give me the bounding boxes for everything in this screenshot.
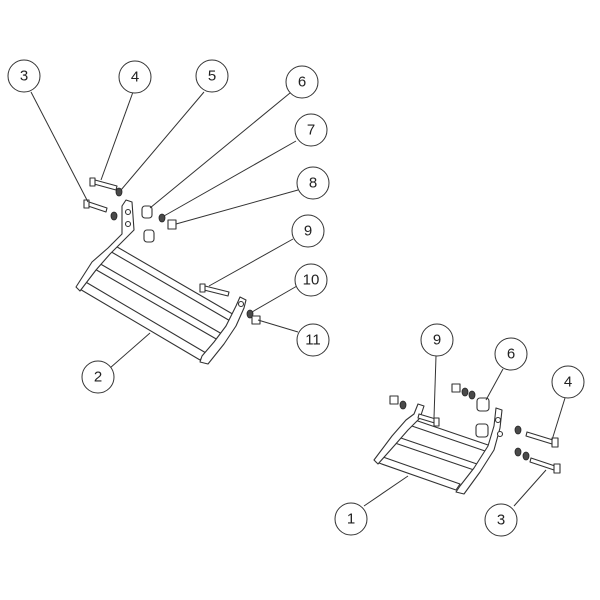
svg-text:4: 4 [131,69,139,86]
callout-b-1: 1 [334,502,368,536]
bolt-3-b [529,457,561,474]
callout-a-5: 5 [195,59,229,93]
callout-a-11: 11 [296,323,330,357]
bushing-6-a1 [141,205,153,219]
svg-text:7: 7 [307,122,315,139]
callout-a-2: 2 [81,360,115,394]
pin-9-a [199,283,230,297]
callout-a-6: 6 [285,65,319,99]
callout-a-7: 7 [294,113,328,147]
assembly-b: 9 6 4 1 3 [334,323,585,537]
svg-text:11: 11 [305,332,321,349]
step-frame-a [75,199,247,365]
svg-text:2: 2 [94,369,102,386]
washer-b-left [399,400,407,410]
assembly-a: 3 4 5 6 7 8 9 10 [7,59,330,394]
callout-b-3: 3 [484,503,518,537]
nut-8-a [167,219,177,230]
washer-5-a [115,187,123,197]
svg-text:9: 9 [433,332,441,349]
washer-b3 [514,425,522,435]
svg-text:4: 4 [564,374,572,391]
svg-text:3: 3 [497,512,505,529]
bushing-6-b1 [476,397,490,412]
bolt-4-b [525,431,559,448]
svg-text:9: 9 [304,223,312,240]
callout-b-4: 4 [551,365,585,399]
nut-b-upper [451,383,461,393]
callout-b-6: 6 [494,337,528,371]
svg-text:8: 8 [309,175,317,192]
callout-b-9: 9 [420,323,454,357]
washer-b1 [461,387,469,397]
nut-11-a [251,315,261,325]
washer-7-a [158,213,166,223]
svg-text:6: 6 [507,346,515,363]
svg-text:1: 1 [347,511,355,528]
bolt-4-a [89,177,118,191]
washer-b2 [468,390,476,400]
callout-a-8: 8 [296,166,330,200]
callout-a-4: 4 [118,60,152,94]
callout-a-10: 10 [294,263,328,297]
nut-b-left [389,395,399,405]
svg-text:6: 6 [298,74,306,91]
svg-text:3: 3 [20,68,28,85]
callout-a-3: 3 [7,59,41,93]
bushing-6-a2 [143,229,155,243]
callout-a-9: 9 [291,214,325,248]
svg-text:10: 10 [303,272,320,289]
washer-b5 [522,451,530,461]
bushing-6-b2 [475,423,489,438]
step-frame-b [373,403,504,495]
pin-9-b [417,413,440,427]
washer-b4 [514,447,522,457]
washer-a1 [110,211,118,221]
svg-text:5: 5 [208,68,216,85]
